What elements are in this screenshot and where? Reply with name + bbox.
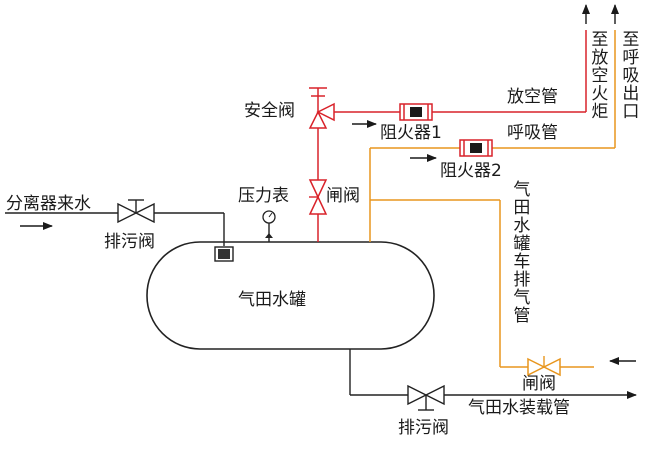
flame-arrester-2-symbol (459, 139, 493, 157)
blowdown-valve-left-label: 排污阀 (104, 232, 155, 252)
breather-pipe-label: 呼吸管 (507, 123, 558, 143)
safety-valve-label: 安全阀 (244, 101, 295, 121)
inlet-fitting (214, 246, 234, 262)
pressure-gauge-label: 压力表 (238, 186, 289, 206)
blowdown-valve-bottom-symbol (407, 384, 445, 411)
truck-vent-pipe-orange (370, 199, 636, 368)
blowdown-valve-bottom-label: 排污阀 (398, 418, 449, 438)
tank (146, 241, 435, 350)
gate-valve-right-label: 闸阀 (522, 374, 556, 394)
separator-inlet-pipe (5, 212, 225, 246)
truck-vent-pipe-label: 气田水罐车排气管 (509, 180, 530, 324)
loading-pipe (349, 349, 637, 399)
loading-pipe-label: 气田水装载管 (468, 398, 570, 418)
flame-arrester-1-label: 阻火器1 (380, 123, 442, 143)
separator-water-label: 分离器来水 (6, 194, 91, 214)
blowdown-valve-left-symbol (117, 199, 155, 224)
vent-pipe-red (334, 4, 590, 128)
to-breather-outlet-label: 至呼吸出口 (618, 30, 639, 120)
flame-arrester-2-label: 阻火器2 (440, 161, 502, 181)
vent-pipe-label: 放空管 (507, 87, 558, 107)
tank-label: 气田水罐 (238, 290, 306, 310)
vent-riser-red (308, 128, 328, 242)
breather-pipe-orange (369, 4, 619, 242)
safety-valve-symbol (308, 87, 335, 129)
gate-valve-top-label: 闸阀 (326, 186, 360, 206)
gate-valve-right-symbol (527, 356, 561, 377)
pressure-gauge-symbol (262, 210, 276, 242)
flame-arrester-1-symbol (399, 103, 433, 121)
to-flare-label: 至放空火炬 (587, 30, 608, 120)
